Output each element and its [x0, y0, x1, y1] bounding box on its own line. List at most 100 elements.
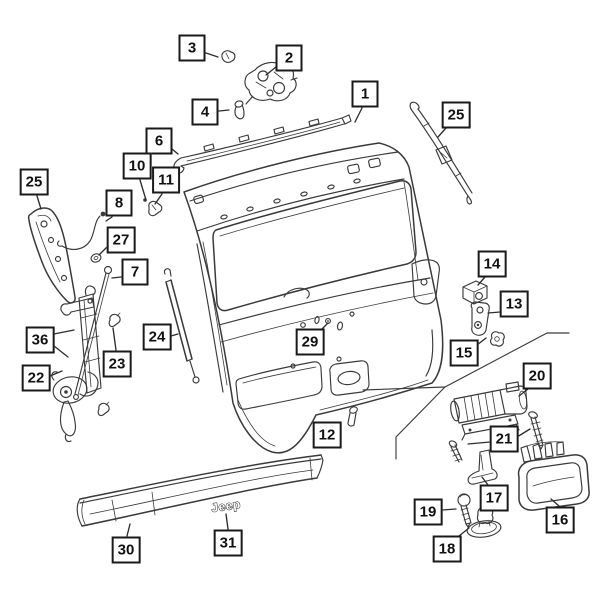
- callout-number: 21: [495, 430, 513, 448]
- screw-21-right-drawing: [528, 411, 544, 450]
- leader-line: [126, 523, 131, 537]
- support-rod-drawing: [73, 265, 113, 400]
- callout-number: 18: [438, 540, 456, 558]
- grommet-15-drawing: [490, 331, 505, 347]
- callout-box-16[interactable]: 16: [545, 506, 575, 534]
- callout-number: 31: [219, 534, 237, 552]
- callout-box-7[interactable]: 7: [121, 258, 149, 286]
- liftgate-panel-drawing: [183, 142, 444, 454]
- leader-line: [218, 109, 230, 112]
- callout-box-20[interactable]: 20: [522, 362, 552, 390]
- callout-box-29[interactable]: 29: [295, 328, 325, 356]
- clip-part-3-drawing: [221, 50, 236, 63]
- callout-box-8[interactable]: 8: [105, 189, 133, 217]
- callout-box-18[interactable]: 18: [432, 535, 462, 563]
- callout-box-19[interactable]: 19: [413, 498, 443, 526]
- leader-line: [139, 179, 147, 201]
- pointer-lines: [362, 332, 570, 460]
- callout-box-10[interactable]: 10: [122, 152, 152, 180]
- clip-23-lower-drawing: [97, 401, 110, 417]
- leader-line: [98, 246, 108, 256]
- leader-line: [170, 333, 179, 337]
- leader-line: [321, 322, 329, 330]
- leader-line: [476, 337, 487, 346]
- lower-molding-drawing: Jeep: [76, 454, 324, 527]
- callout-number: 30: [117, 541, 135, 559]
- callout-number: 6: [154, 132, 164, 150]
- jeep-logo-text: Jeep: [210, 497, 241, 515]
- callout-box-3[interactable]: 3: [178, 34, 206, 62]
- leader-line: [205, 52, 219, 58]
- callout-box-36[interactable]: 36: [25, 326, 55, 354]
- leader-line: [171, 148, 179, 155]
- power-latch-20-drawing: [450, 381, 528, 441]
- callout-box-25[interactable]: 25: [441, 101, 471, 129]
- leader-line: [354, 107, 363, 123]
- leader-line: [265, 66, 277, 76]
- grommet-27-drawing: [90, 253, 102, 263]
- callout-box-2[interactable]: 2: [275, 44, 303, 72]
- callout-box-17[interactable]: 17: [479, 484, 509, 512]
- callout-box-27[interactable]: 27: [106, 226, 136, 254]
- spoiler-trim-drawing: [173, 114, 352, 174]
- callout-number: 23: [108, 355, 126, 373]
- callout-number: 8: [114, 194, 124, 212]
- callout-number: 16: [551, 511, 569, 529]
- callout-box-4[interactable]: 4: [191, 98, 219, 126]
- callout-number: 11: [158, 171, 174, 189]
- leader-line: [487, 311, 501, 314]
- callout-number: 10: [128, 157, 146, 175]
- leader-line: [477, 276, 486, 286]
- screw-21-left-drawing: [448, 440, 463, 463]
- gas-strut-drawing: [163, 268, 200, 384]
- callout-number: 17: [485, 489, 503, 507]
- leader-line: [441, 508, 457, 511]
- callout-number: 2: [284, 49, 294, 67]
- callout-box-21[interactable]: 21: [489, 425, 519, 453]
- leader-line: [112, 327, 117, 351]
- leader-line: [53, 345, 69, 358]
- callout-box-24[interactable]: 24: [142, 323, 172, 351]
- callout-number: 20: [528, 367, 546, 385]
- callout-number: 25: [447, 106, 465, 124]
- callout-number: 22: [27, 369, 45, 387]
- callout-box-22[interactable]: 22: [21, 364, 51, 392]
- callout-box-25[interactable]: 25: [19, 168, 49, 196]
- callout-box-15[interactable]: 15: [449, 339, 479, 367]
- leader-line: [550, 498, 560, 507]
- callout-box-12[interactable]: 12: [312, 421, 342, 449]
- callout-number: 4: [200, 103, 210, 121]
- handle-16-drawing: [517, 441, 590, 511]
- leader-line: [105, 216, 113, 222]
- release-cable-drawing: [57, 211, 106, 251]
- callout-number: 36: [31, 331, 49, 349]
- callout-number: 14: [483, 255, 501, 273]
- leader-line: [516, 428, 531, 438]
- callout-number: 1: [360, 85, 370, 103]
- camera-18-drawing: [466, 506, 502, 538]
- leader-line: [111, 276, 122, 279]
- callout-box-30[interactable]: 30: [111, 536, 141, 564]
- callout-number: 7: [130, 263, 140, 281]
- callout-box-31[interactable]: 31: [213, 529, 243, 557]
- leader-line: [518, 388, 529, 397]
- clip-23-upper-drawing: [108, 312, 121, 328]
- callout-number: 15: [455, 344, 473, 362]
- callout-number: 12: [318, 426, 336, 444]
- callout-box-11[interactable]: 11: [152, 166, 180, 194]
- callout-box-14[interactable]: 14: [477, 250, 507, 278]
- callout-box-23[interactable]: 23: [102, 350, 132, 378]
- callout-box-1[interactable]: 1: [351, 80, 379, 108]
- leader-line: [154, 193, 163, 205]
- clip-12-drawing: [347, 406, 358, 427]
- callout-number: 24: [148, 328, 166, 346]
- callout-number: 3: [187, 39, 197, 57]
- leader-line: [467, 441, 491, 445]
- callout-number: 19: [419, 503, 437, 521]
- callout-box-6[interactable]: 6: [145, 127, 173, 155]
- callout-number: 13: [505, 295, 523, 313]
- pin-part-4-drawing: [234, 100, 245, 120]
- callout-box-13[interactable]: 13: [499, 290, 529, 318]
